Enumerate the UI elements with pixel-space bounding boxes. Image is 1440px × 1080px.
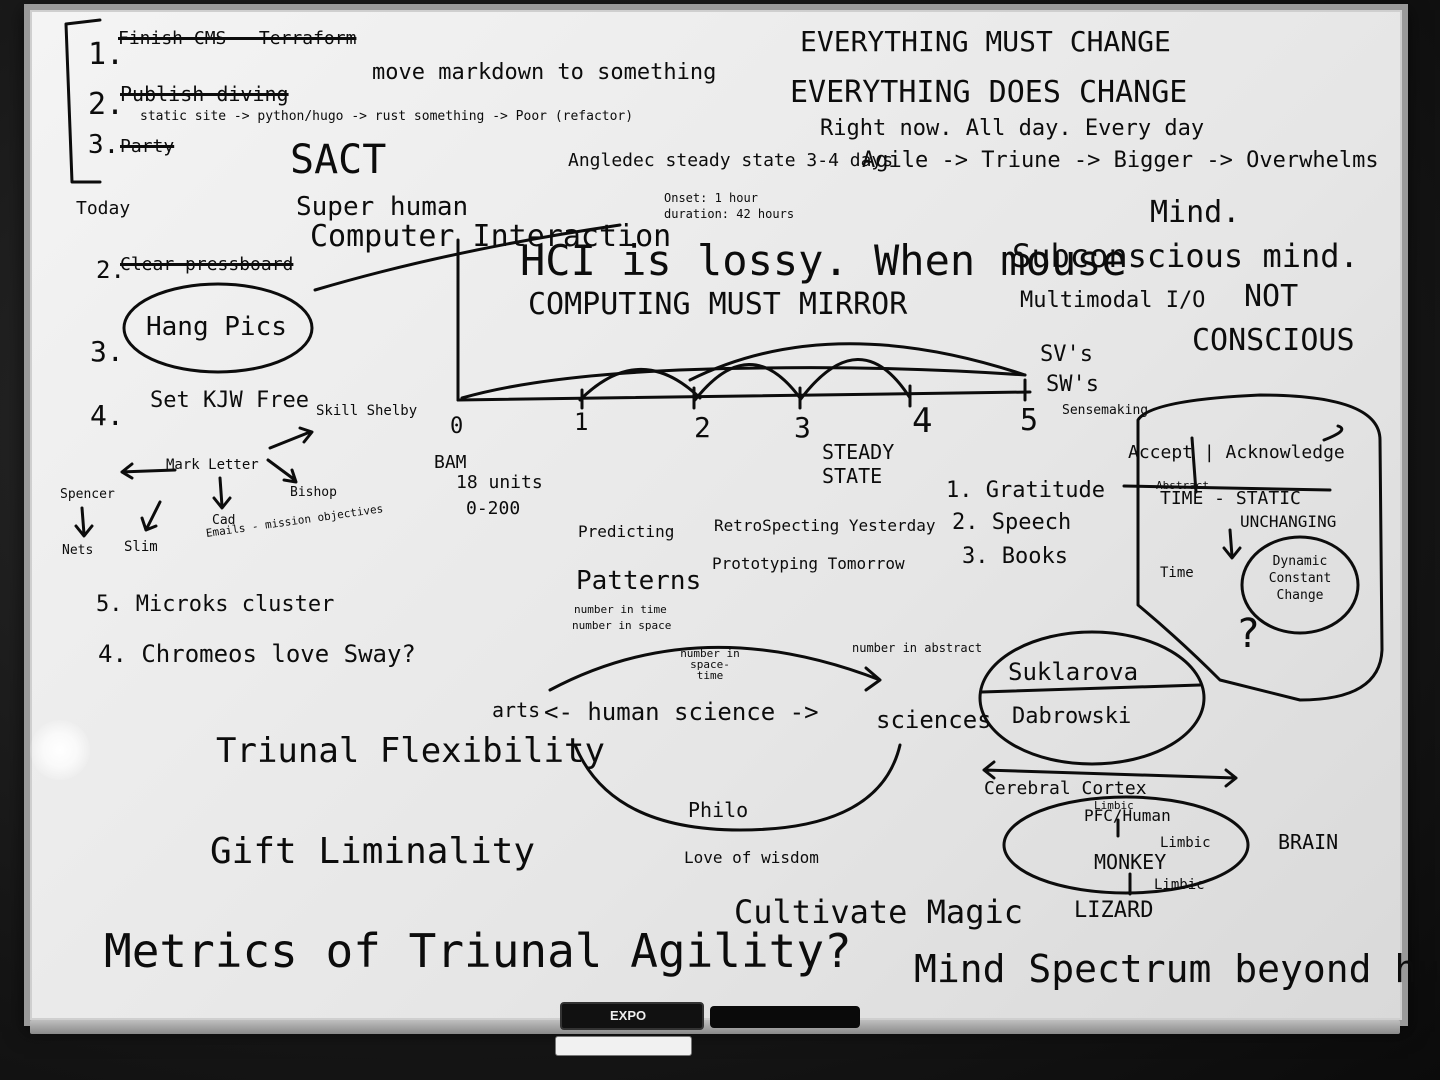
onset-label: Onset: 1 hour	[664, 191, 758, 205]
left-item5: 5. Microks cluster	[96, 592, 335, 617]
tree-left: Spencer	[60, 487, 115, 502]
header-line3: Right now. All day. Every day	[820, 116, 1205, 141]
header-line5: Mind.	[1150, 195, 1241, 230]
tree-right: Skill Shelby	[316, 403, 418, 419]
number-space-time-label: number in space-time	[680, 647, 740, 682]
proto-label: Prototyping Tomorrow	[712, 554, 905, 573]
axis-0: 0	[450, 414, 464, 439]
steady-state-label: STEADY STATE	[822, 440, 895, 488]
left-item3-num: 3.	[90, 335, 124, 368]
mind-spectrum-label: Mind Spectrum beyond human	[914, 947, 1440, 991]
computing-mirror-label: COMPUTING MUST MIRROR	[528, 287, 908, 322]
predicting-label: Predicting	[578, 522, 675, 541]
human-science-label: <- human science ->	[544, 698, 819, 726]
number-time-label: number in time	[574, 603, 667, 616]
axis-4: 4	[912, 401, 933, 441]
interaction-label: Computer Interaction	[310, 219, 672, 254]
header-line1: EVERYTHING MUST CHANGE	[800, 25, 1171, 58]
light-glare	[30, 720, 90, 780]
axis-2: 2	[694, 411, 711, 444]
top-item3-struck: Party	[120, 136, 175, 157]
sws-label: SW's	[1046, 372, 1099, 397]
top-item3-num: 3.	[88, 130, 120, 160]
number-space-label: number in space	[572, 619, 672, 632]
sciences-label: sciences	[876, 706, 992, 734]
gift-label: Gift Liminality	[210, 831, 536, 872]
axis-3: 3	[794, 411, 811, 444]
tree-leaf2: Slim	[124, 539, 158, 555]
set-kjw-free-label: Set KJW Free	[150, 388, 309, 413]
header-line2: EVERYTHING DOES CHANGE	[790, 75, 1188, 110]
brain-label: BRAIN	[1278, 830, 1339, 854]
gratitude-3: 3. Books	[962, 544, 1068, 569]
units-label: 18 units	[456, 472, 543, 493]
label-today: Today	[76, 198, 131, 219]
triunal-label: Triunal Flexibility	[216, 731, 605, 771]
marker-brand: EXPO	[610, 1008, 647, 1023]
hang-pics-label: Hang Pics	[146, 312, 287, 342]
hci-lossy-label: HCI is lossy. When mouse	[520, 236, 1127, 285]
sensemaking-label: Sensemaking	[1062, 403, 1149, 418]
lizard-label: LIZARD	[1074, 898, 1154, 923]
cerebral-label: Cerebral Cortex	[984, 778, 1147, 799]
pfc-label: PFC/Human	[1084, 806, 1171, 825]
question-mark: ?	[1236, 611, 1261, 657]
left-item2-struck: Clear pressboard	[120, 254, 294, 275]
tree-mid1: Cad	[212, 513, 236, 528]
monkey-label: MONKEY	[1094, 850, 1167, 874]
dabrowski-label: Dabrowski	[1012, 704, 1132, 729]
retro-label: RetroSpecting Yesterday	[714, 516, 936, 535]
conscious-label: CONSCIOUS	[1192, 323, 1355, 358]
limbic3-label: Limbic	[1154, 877, 1205, 893]
range-label: 0-200	[466, 498, 521, 519]
tree-leaf1: Nets	[62, 543, 94, 558]
limbic2-label: Limbic	[1160, 835, 1211, 851]
axis-1: 1	[574, 408, 589, 436]
left-item6: 4. Chromeos love Sway?	[98, 640, 416, 668]
superhuman-label: Super human	[296, 192, 469, 222]
duration-label: duration: 42 hours	[664, 207, 795, 221]
top-item2-struck: Publish-diving	[120, 82, 289, 106]
gratitude-2: 2. Speech	[952, 510, 1072, 535]
time-label: Time	[1160, 565, 1194, 581]
dynamic-label: Dynamic Constant Change	[1268, 554, 1332, 603]
svs-label: SV's	[1040, 342, 1093, 367]
love-wisdom-label: Love of wisdom	[684, 848, 819, 867]
gratitude-1: 1. Gratitude	[946, 478, 1105, 503]
top-item1-struck: Finish CMS - Terraform	[118, 28, 357, 49]
time-static-label: TIME - STATIC	[1160, 488, 1301, 509]
top-item2-text: move markdown to something	[372, 60, 717, 85]
arts-label: arts	[492, 698, 541, 722]
bam-label: BAM	[434, 452, 467, 473]
left-item4-num: 4.	[90, 399, 124, 432]
limbic-label: Limbic	[1094, 799, 1134, 812]
top-item2-sub: static site -> python/hugo -> rust somet…	[140, 109, 634, 124]
header-line4: Agile -> Triune -> Bigger -> Overwhelms	[862, 148, 1379, 173]
left-item2-num: 2.	[96, 256, 125, 284]
sact-label: SACT	[290, 137, 387, 183]
cultivate-label: Cultivate Magic	[734, 893, 1023, 931]
marker-expo: EXPO	[560, 1002, 704, 1030]
abstract-label: Abstract	[1156, 479, 1209, 492]
patterns-label: Patterns	[576, 566, 702, 596]
subconscious-label: Subconscious mind.	[1012, 237, 1359, 275]
tree-root: Mark Letter	[166, 457, 259, 473]
suklarova-label: Suklarova	[1008, 658, 1139, 686]
top-item1-num: 1.	[88, 37, 125, 72]
angledec-label: Angledec steady state 3-4 days	[568, 150, 894, 171]
metrics-label: Metrics of Triunal Agility?	[104, 924, 852, 978]
not-label: NOT	[1244, 279, 1299, 314]
unchanging-label: UNCHANGING	[1240, 512, 1337, 531]
multimodal-label: Multimodal I/O	[1020, 288, 1206, 313]
eraser	[710, 1006, 860, 1028]
number-abstract-label: number in abstract	[852, 641, 983, 655]
accept-label: Accept | Acknowledge	[1128, 442, 1345, 463]
marker-white	[555, 1036, 692, 1056]
top-item2-num: 2.	[88, 87, 125, 122]
tree-mid2: Bishop	[290, 485, 337, 500]
philo-label: Philo	[688, 798, 749, 822]
axis-5: 5	[1020, 403, 1039, 438]
